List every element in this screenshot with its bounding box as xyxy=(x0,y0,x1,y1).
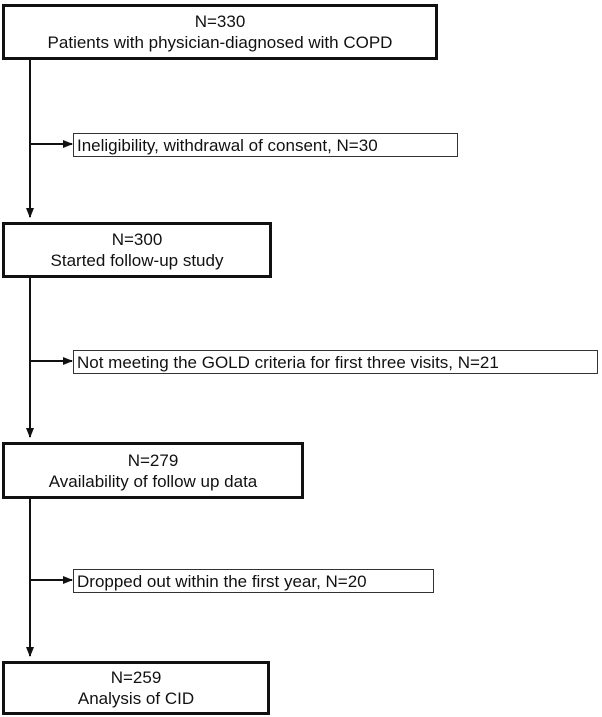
exclusion-box-dropped-out: Dropped out within the first year, N=20 xyxy=(73,569,434,593)
flow-box-analysis: N=259 Analysis of CID xyxy=(2,661,270,715)
flow-box-enrolled: N=330 Patients with physician-diagnosed … xyxy=(2,4,438,60)
exclusion-box-gold-criteria-label: Not meeting the GOLD criteria for first … xyxy=(77,352,499,372)
flow-box-follow-up-data-label: Availability of follow up data xyxy=(48,471,258,491)
exclusion-box-dropped-out-label: Dropped out within the first year, N=20 xyxy=(77,571,367,591)
flow-box-started-follow-up: N=300 Started follow-up study xyxy=(2,222,272,278)
flow-box-started-follow-up-count: N=300 xyxy=(111,230,163,249)
flow-box-follow-up-data-count: N=279 xyxy=(127,450,179,470)
flow-box-analysis-label: Analysis of CID xyxy=(77,689,195,708)
flow-box-enrolled-count: N=330 xyxy=(194,12,246,31)
exclusion-box-ineligibility-label: Ineligibility, withdrawal of consent, N=… xyxy=(77,135,378,155)
flow-box-started-follow-up-label: Started follow-up study xyxy=(50,251,224,270)
flow-box-follow-up-data: N=279 Availability of follow up data xyxy=(2,442,304,499)
exclusion-box-gold-criteria: Not meeting the GOLD criteria for first … xyxy=(73,350,598,374)
flow-box-enrolled-label: Patients with physician-diagnosed with C… xyxy=(47,33,393,52)
exclusion-box-ineligibility: Ineligibility, withdrawal of consent, N=… xyxy=(73,133,458,157)
flow-box-analysis-count: N=259 xyxy=(110,668,162,687)
